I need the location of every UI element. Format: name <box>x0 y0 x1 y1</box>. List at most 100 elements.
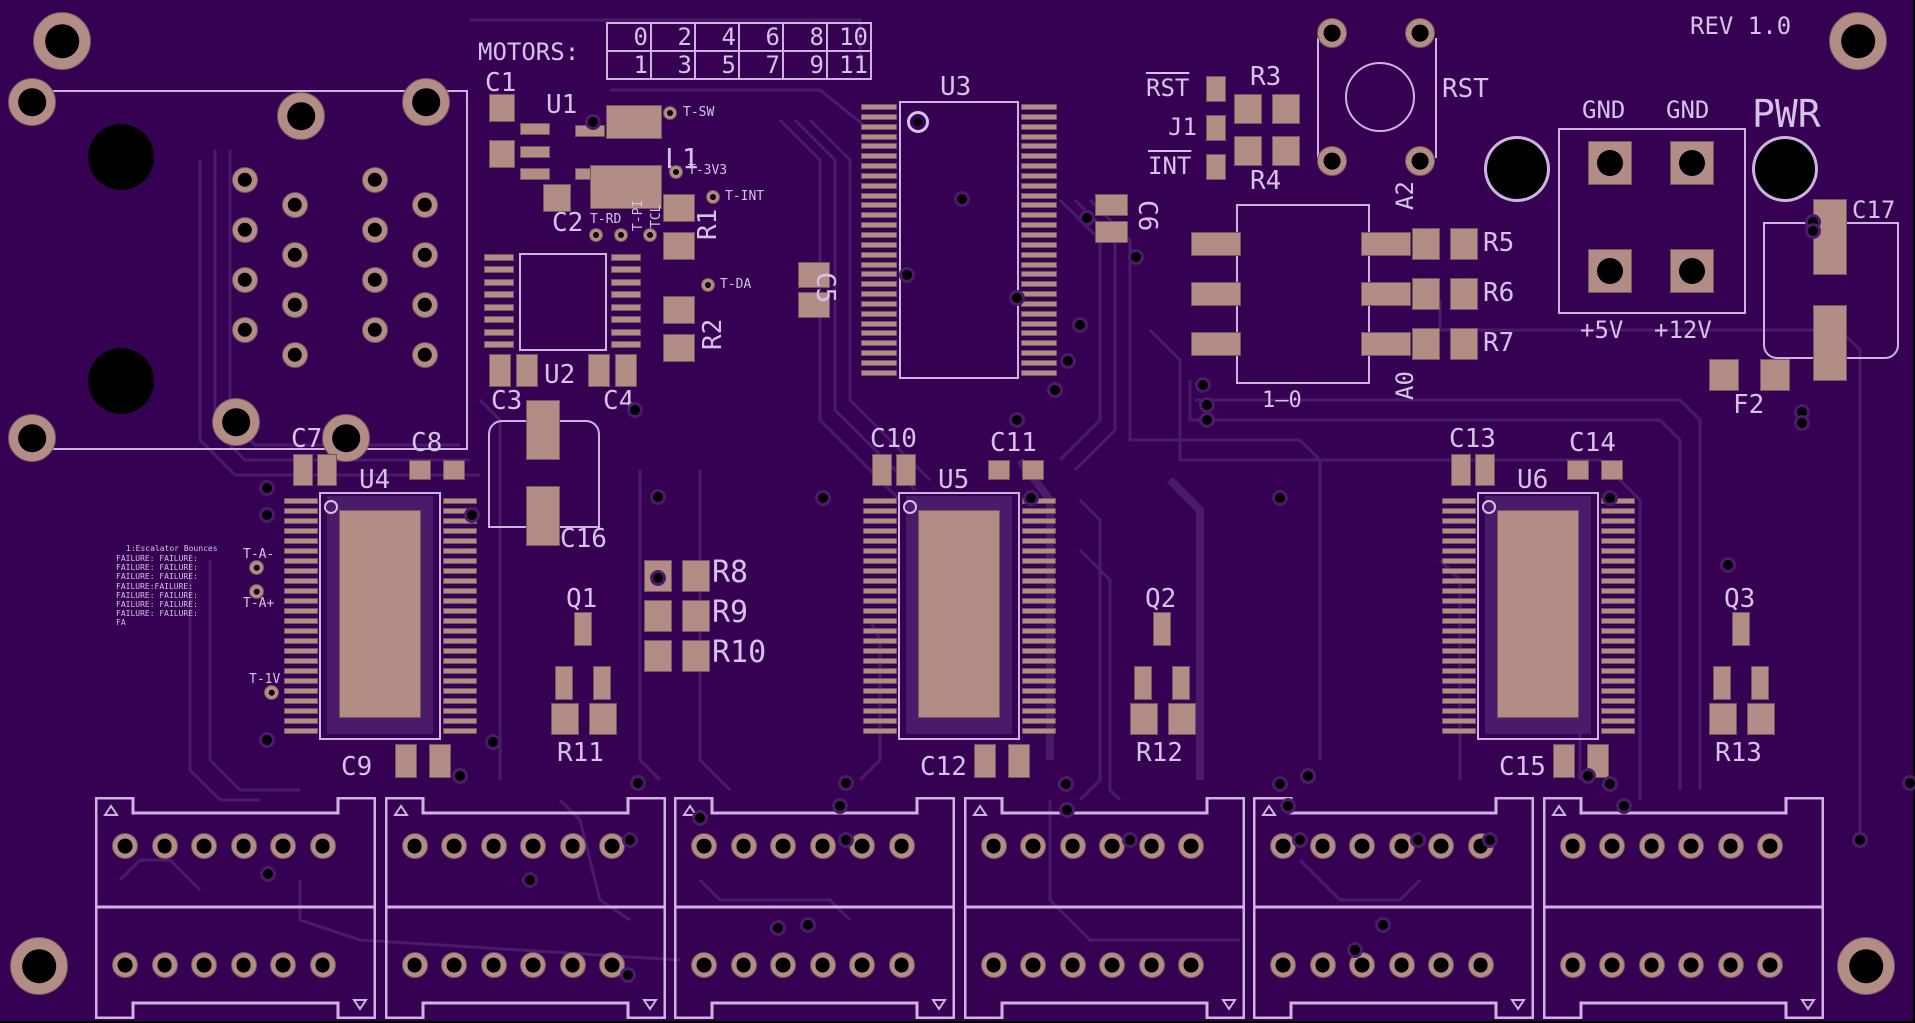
via <box>1723 560 1733 570</box>
connector-pin[interactable] <box>151 952 178 978</box>
pin-end-triangle-icon <box>931 999 947 1011</box>
connector-pin[interactable] <box>309 952 336 978</box>
connector-pin[interactable] <box>520 833 546 859</box>
connector-pin[interactable] <box>1467 952 1494 978</box>
connector-pin[interactable] <box>1559 952 1586 978</box>
connector-pin[interactable] <box>730 952 757 978</box>
connector-pin[interactable] <box>270 833 296 859</box>
connector-pin[interactable] <box>151 833 178 859</box>
connector-pin[interactable] <box>1059 952 1086 978</box>
connector-pin[interactable] <box>1717 952 1744 978</box>
connector-pin[interactable] <box>1678 952 1704 978</box>
connector-pin[interactable] <box>1559 833 1586 859</box>
reset-switch-outline[interactable] <box>1317 38 1437 158</box>
via <box>1075 320 1085 330</box>
pad <box>443 460 465 480</box>
connector-pin[interactable] <box>1099 833 1125 859</box>
connector-pin[interactable] <box>599 833 625 859</box>
connector-pin[interactable] <box>980 952 1007 978</box>
via <box>1275 493 1285 503</box>
connector-pin[interactable] <box>230 952 257 978</box>
motor-connector <box>1542 797 1824 1019</box>
connector-pin[interactable] <box>1599 952 1625 978</box>
connector-pin[interactable] <box>1020 952 1046 978</box>
connector-pin[interactable] <box>559 833 586 859</box>
connector-pin[interactable] <box>1388 833 1415 859</box>
via <box>1125 835 1135 845</box>
pad <box>574 612 592 646</box>
connector-pin[interactable] <box>1428 833 1454 859</box>
connector-pin[interactable] <box>730 833 757 859</box>
connector-pin[interactable] <box>1757 952 1783 978</box>
connector-pin[interactable] <box>480 833 507 859</box>
connector-pin[interactable] <box>1599 833 1625 859</box>
connector-pin[interactable] <box>401 952 428 978</box>
connector-pin[interactable] <box>980 833 1007 859</box>
connector-pin[interactable] <box>691 833 717 859</box>
connector-pin[interactable] <box>1309 952 1336 978</box>
connector-pin[interactable] <box>1270 833 1296 859</box>
connector-pin[interactable] <box>1638 952 1665 978</box>
connector-pin[interactable] <box>1388 952 1415 978</box>
via <box>1050 385 1060 395</box>
label-transistor: Q2 <box>1145 584 1177 614</box>
connector-pin[interactable] <box>809 952 836 978</box>
via <box>835 801 845 811</box>
connector-pin[interactable] <box>1178 833 1204 859</box>
connector-pin[interactable] <box>888 833 915 859</box>
pad <box>1272 94 1300 124</box>
connector-pin[interactable] <box>112 952 138 978</box>
connector-pin[interactable] <box>520 952 546 978</box>
pad <box>575 125 605 137</box>
motor-cell: 11 <box>826 50 872 80</box>
via <box>262 510 272 520</box>
connector-pin[interactable] <box>191 833 217 859</box>
connector-pin[interactable] <box>1138 952 1165 978</box>
connector-pin[interactable] <box>770 952 796 978</box>
trace <box>1048 800 1240 942</box>
connector-pin[interactable] <box>1678 833 1704 859</box>
connector-pin[interactable] <box>1020 833 1046 859</box>
trace <box>208 560 300 792</box>
debug-title: 1:Escalator Bounces <box>126 544 218 553</box>
connector-pin[interactable] <box>849 833 875 859</box>
connector-pin[interactable] <box>309 833 336 859</box>
connector-pin[interactable] <box>191 952 217 978</box>
connector-pin[interactable] <box>1270 952 1296 978</box>
chip-pins-right <box>443 498 477 734</box>
motor-connector <box>1253 797 1534 1019</box>
pad <box>395 744 417 778</box>
connector-pin[interactable] <box>1717 833 1744 859</box>
connector-pin[interactable] <box>441 833 467 859</box>
connector-pin[interactable] <box>1638 833 1665 859</box>
connector-pin[interactable] <box>480 952 507 978</box>
connector-pin[interactable] <box>230 833 257 859</box>
connector-pin[interactable] <box>1428 952 1454 978</box>
connector-pin[interactable] <box>1138 833 1165 859</box>
connector-pin[interactable] <box>1349 833 1375 859</box>
connector-pin[interactable] <box>112 833 138 859</box>
connector-pin[interactable] <box>1178 952 1204 978</box>
connector-pin[interactable] <box>1757 833 1783 859</box>
connector-pin[interactable] <box>1099 952 1125 978</box>
label-c4: C4 <box>603 386 635 416</box>
connector-pin[interactable] <box>270 952 296 978</box>
connector-pin[interactable] <box>1059 833 1086 859</box>
pad <box>1760 359 1790 391</box>
connector-pin[interactable] <box>441 952 467 978</box>
reset-button[interactable] <box>1345 62 1415 132</box>
connector-pin[interactable] <box>1349 952 1375 978</box>
connector-pin[interactable] <box>849 952 875 978</box>
connector-pin[interactable] <box>599 952 625 978</box>
connector-pin[interactable] <box>691 952 717 978</box>
testpoint-label: T-A+ <box>243 596 275 611</box>
connector-pin[interactable] <box>809 833 836 859</box>
connector-pin[interactable] <box>401 833 428 859</box>
pad <box>663 334 695 362</box>
connector-pin[interactable] <box>559 952 586 978</box>
trace <box>698 878 852 922</box>
chip-outline-u4 <box>319 492 441 740</box>
connector-pin[interactable] <box>1309 833 1336 859</box>
connector-pin[interactable] <box>888 952 915 978</box>
connector-pin[interactable] <box>770 833 796 859</box>
